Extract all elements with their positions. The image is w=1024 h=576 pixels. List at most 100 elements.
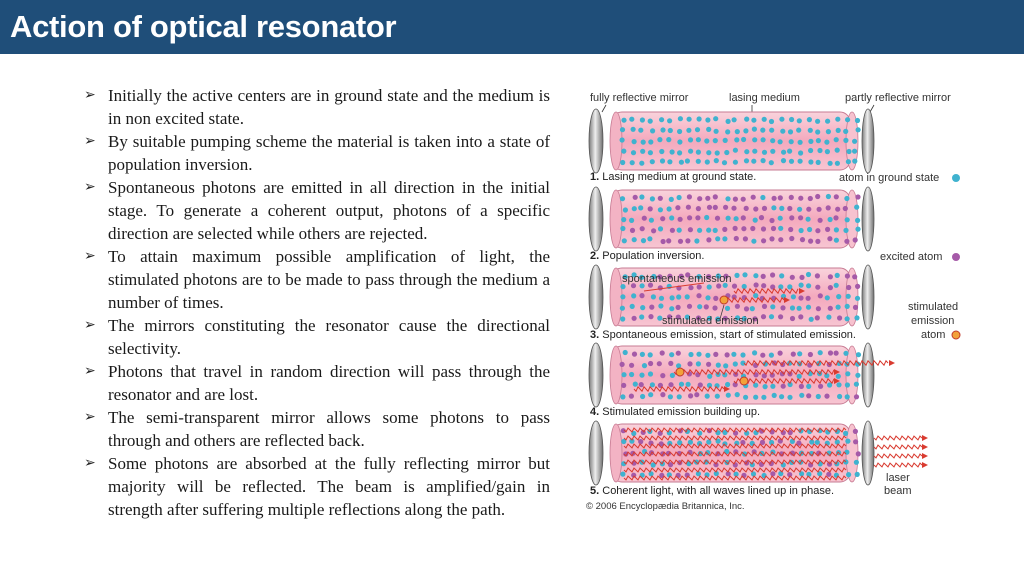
atom-dot — [703, 459, 709, 465]
atom-dot — [749, 306, 755, 312]
atom-dot — [824, 139, 830, 145]
atom-dot — [818, 383, 824, 389]
atom-dot — [833, 350, 839, 356]
atom-dot — [752, 137, 758, 143]
atom-dot — [770, 272, 776, 278]
atom-dot — [686, 371, 692, 377]
atom-dot — [836, 382, 842, 388]
atom-dot — [789, 459, 795, 465]
atom-dot — [780, 158, 787, 164]
spontaneous-emission-label: spontaneous emission — [622, 273, 731, 285]
atom-dot — [787, 394, 793, 400]
atom-dot — [854, 295, 861, 301]
atom-dot — [750, 194, 756, 200]
atom-dot — [827, 350, 834, 356]
atom-dot — [852, 148, 858, 154]
atom-dot — [853, 459, 859, 465]
atom-dot — [685, 272, 691, 278]
atom-dot — [753, 430, 759, 436]
bullet-text: Initially the active centers are in grou… — [108, 86, 550, 128]
atom-dot — [628, 393, 634, 399]
atom-dot — [695, 471, 701, 477]
atom-dot — [684, 428, 690, 434]
atom-dot — [695, 315, 702, 321]
atom-dot — [744, 149, 750, 155]
atom-dot — [752, 217, 758, 223]
fully-reflective-mirror-icon — [588, 264, 604, 330]
atom-dot — [844, 195, 850, 202]
atom-dot — [741, 136, 747, 143]
atom-dot — [833, 194, 839, 200]
atom-dot — [687, 215, 693, 221]
atom-dot — [743, 128, 749, 134]
atom-dot — [809, 439, 815, 445]
atom-dot — [622, 274, 628, 280]
atom-dot — [631, 430, 637, 437]
atom-dot — [629, 438, 635, 444]
atom-dot — [649, 382, 655, 388]
atom-dot — [695, 158, 701, 164]
atom-dot — [753, 382, 759, 388]
stage-caption-1: 1. Lasing medium at ground state. — [590, 171, 756, 183]
atom-dot — [725, 118, 731, 124]
atom-dot — [842, 205, 848, 212]
atom-dot — [732, 196, 738, 202]
atom-dot — [677, 150, 683, 156]
atom-dot — [853, 439, 859, 445]
atom-dot — [648, 217, 654, 223]
atom-dot — [844, 394, 850, 400]
atom-dot — [760, 127, 766, 133]
atom-dot — [669, 149, 675, 155]
atom-dot — [844, 303, 850, 309]
atom-dot — [707, 373, 713, 379]
atom-dot — [649, 196, 655, 202]
atom-dot — [808, 159, 814, 165]
photon-wave — [623, 427, 847, 433]
atom-dot — [835, 116, 841, 122]
atom-dot — [669, 306, 675, 312]
atom-dot — [796, 127, 802, 133]
atom-dot — [647, 150, 653, 156]
atom-dot — [731, 294, 737, 300]
atom-dot — [714, 393, 720, 399]
atom-dot — [622, 349, 628, 356]
atom-dot — [620, 284, 626, 290]
atom-dot — [824, 295, 830, 301]
atom-dot — [675, 205, 681, 211]
atom-dot — [817, 147, 823, 154]
atom-dot — [688, 351, 694, 358]
atom-dot — [667, 159, 673, 165]
atom-dot — [696, 274, 702, 280]
ground-state-legend-label: atom in ground state — [839, 172, 939, 184]
atom-dot — [825, 226, 831, 232]
photon-wave — [623, 467, 847, 473]
atom-dot — [742, 272, 748, 278]
atom-dot — [789, 215, 795, 221]
atom-dot — [722, 282, 728, 288]
atom-dot — [807, 127, 813, 133]
atom-dot — [799, 237, 806, 243]
atom-dot — [779, 205, 785, 211]
atom-dot — [750, 225, 756, 232]
atom-dot — [650, 294, 656, 300]
bullet-text: Spontaneous photons are emitted in all d… — [108, 178, 550, 243]
atom-dot — [835, 206, 841, 212]
atom-dot — [845, 117, 851, 123]
atom-dot — [620, 316, 626, 322]
atom-dot — [761, 283, 767, 289]
atom-dot — [639, 274, 645, 280]
atom-dot — [760, 158, 766, 164]
atom-dot — [666, 206, 672, 212]
atom-dot — [780, 383, 786, 389]
atom-dot — [620, 471, 626, 477]
atom-dot — [657, 137, 663, 143]
atom-dot — [814, 439, 820, 445]
atom-dot — [629, 160, 635, 166]
atom-dot — [706, 361, 712, 367]
atom-dot — [806, 393, 812, 399]
atom-dot — [713, 462, 719, 468]
atom-dot — [695, 361, 701, 367]
atom-dot — [843, 137, 849, 143]
atom-dot — [658, 303, 664, 309]
atom-dot — [640, 305, 646, 311]
